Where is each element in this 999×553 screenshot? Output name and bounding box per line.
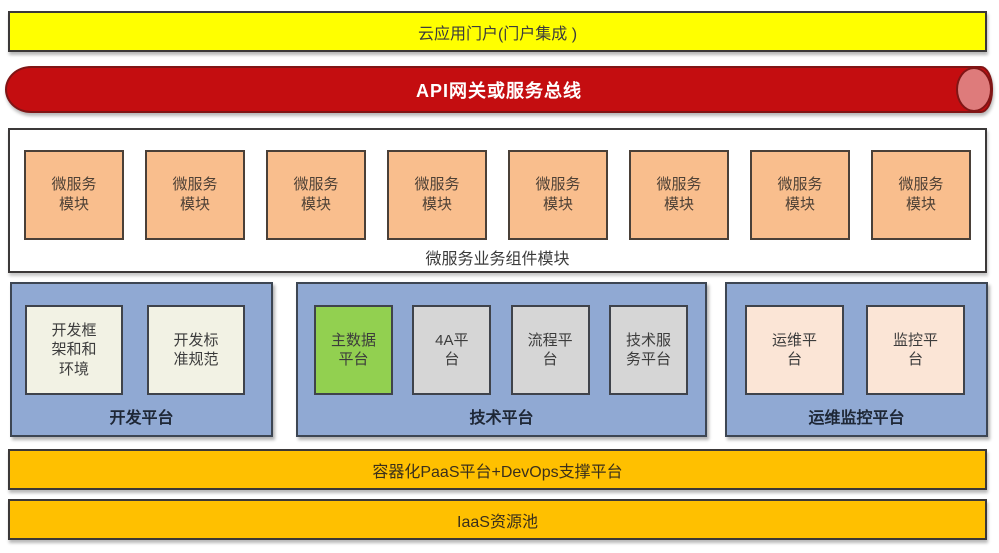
microservice-module-box: 微服务 模块	[871, 150, 971, 240]
microservice-module-box: 微服务 模块	[266, 150, 366, 240]
iaas-pool-bar: IaaS资源池	[8, 499, 987, 540]
dev-platform-panel: 开发框 架和和 环境 开发标 准规范 开发平台	[10, 282, 273, 437]
microservice-module-box: 微服务 模块	[387, 150, 487, 240]
dev-framework-env-box: 开发框 架和和 环境	[25, 305, 123, 395]
iaas-pool-label: IaaS资源池	[457, 513, 538, 531]
4a-platform-box: 4A平 台	[412, 305, 492, 395]
tech-service-platform-box: 技术服 务平台	[608, 305, 688, 395]
dev-platform-boxes: 开发框 架和和 环境 开发标 准规范	[25, 305, 245, 395]
microservice-modules-row: 微服务 模块 微服务 模块 微服务 模块 微服务 模块 微服务 模块 微服务 模…	[24, 150, 971, 240]
microservice-module-box: 微服务 模块	[629, 150, 729, 240]
master-data-platform-box: 主数据 平台	[314, 305, 393, 395]
tech-platform-panel: 主数据 平台 4A平 台 流程平 台 技术服 务平台 技术平台	[296, 282, 707, 437]
process-platform-box: 流程平 台	[510, 305, 590, 395]
api-gateway-label: API网关或服务总线	[415, 80, 582, 101]
paas-devops-label: 容器化PaaS平台+DevOps支撑平台	[372, 463, 623, 481]
cylinder-end-cap	[956, 67, 992, 112]
tech-platform-caption: 技术平台	[469, 410, 534, 427]
cloud-portal-bar: 云应用门户(门户集成 )	[8, 11, 987, 52]
microservice-module-box: 微服务 模块	[24, 150, 124, 240]
dev-standards-box: 开发标 准规范	[147, 305, 245, 395]
monitor-platform-box: 监控平 台	[866, 305, 965, 395]
microservice-module-box: 微服务 模块	[508, 150, 608, 240]
microservice-module-box: 微服务 模块	[750, 150, 850, 240]
api-gateway-cylinder: API网关或服务总线	[5, 66, 993, 113]
ops-monitor-platform-panel: 运维平 台 监控平 台 运维监控平台	[725, 282, 988, 437]
microservices-caption: 微服务业务组件模块	[425, 251, 570, 268]
microservices-container: 微服务 模块 微服务 模块 微服务 模块 微服务 模块 微服务 模块 微服务 模…	[8, 128, 987, 273]
dev-platform-caption: 开发平台	[109, 410, 174, 427]
microservice-module-box: 微服务 模块	[145, 150, 245, 240]
ops-platform-boxes: 运维平 台 监控平 台	[745, 305, 965, 395]
cylinder-body	[5, 66, 993, 113]
paas-devops-bar: 容器化PaaS平台+DevOps支撑平台	[8, 449, 987, 490]
cloud-portal-label: 云应用门户(门户集成 )	[417, 25, 578, 43]
tech-platform-boxes: 主数据 平台 4A平 台 流程平 台 技术服 务平台	[314, 305, 688, 395]
ops-platform-box: 运维平 台	[745, 305, 844, 395]
ops-platform-caption: 运维监控平台	[808, 410, 905, 427]
